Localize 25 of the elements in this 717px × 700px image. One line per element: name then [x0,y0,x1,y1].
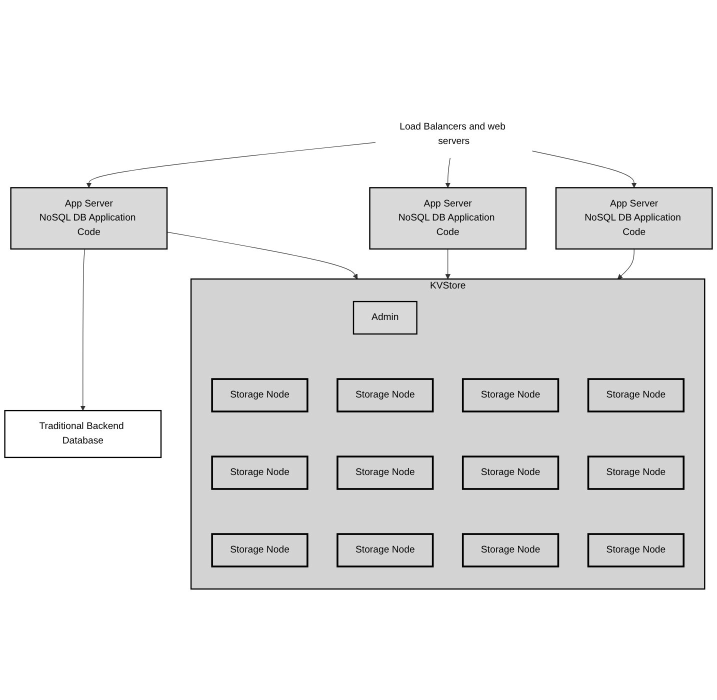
arrow [617,248,634,280]
node-box: App Server NoSQL DB Application Code [10,187,168,250]
node-box: Traditional Backend Database [4,410,162,458]
node-box: Admin [352,301,418,335]
node-box: Storage Node [211,378,308,412]
node-box: Storage Node [587,533,685,568]
node-box: Storage Node [462,378,560,412]
node-box: Storage Node [587,456,685,490]
arrow [80,248,86,411]
arrow [86,142,376,188]
node-box: Storage Node [211,533,308,568]
node-box: Storage Node [336,533,434,568]
node-text: Load Balancers and web servers [400,122,506,146]
node-box: Storage Node [587,378,685,412]
node-box: Storage Node [211,456,308,490]
arrow [445,248,450,280]
node-box: Storage Node [462,533,560,568]
node-box: Storage Node [336,378,434,412]
node-box: App Server NoSQL DB Application Code [369,187,527,250]
node-box: App Server NoSQL DB Application Code [555,187,713,250]
node-box: Storage Node [336,456,434,490]
node-box: Storage Node [462,456,560,490]
arrow [166,232,358,280]
arrow [532,150,637,188]
arrow [445,157,450,188]
